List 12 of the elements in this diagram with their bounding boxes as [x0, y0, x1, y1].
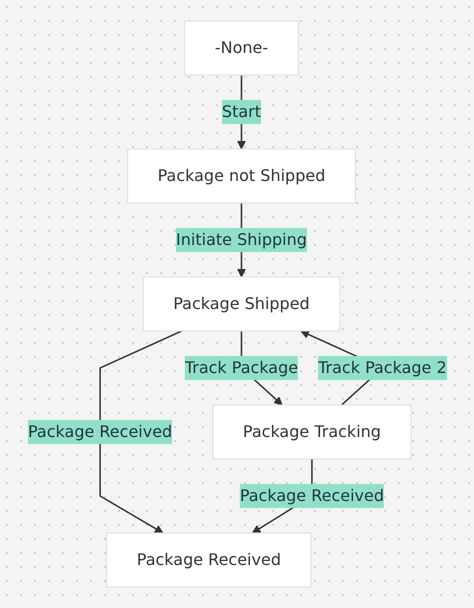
node-box: Package not Shipped [126, 148, 356, 204]
arrow [99, 330, 182, 534]
node-box: Package Shipped [142, 276, 340, 332]
edge-label: Initiate Shipping [176, 230, 307, 249]
edge-label: Start [222, 102, 261, 121]
node-box: Package Received [106, 532, 312, 588]
node-box: Package Tracking [212, 404, 412, 460]
edge-label: Track Package 2 [318, 358, 446, 377]
edge-label: Track Package [184, 358, 298, 377]
edge-label: Package Received [240, 486, 384, 505]
node-box: -None- [184, 20, 298, 76]
edge-label: Package Received [28, 422, 172, 441]
